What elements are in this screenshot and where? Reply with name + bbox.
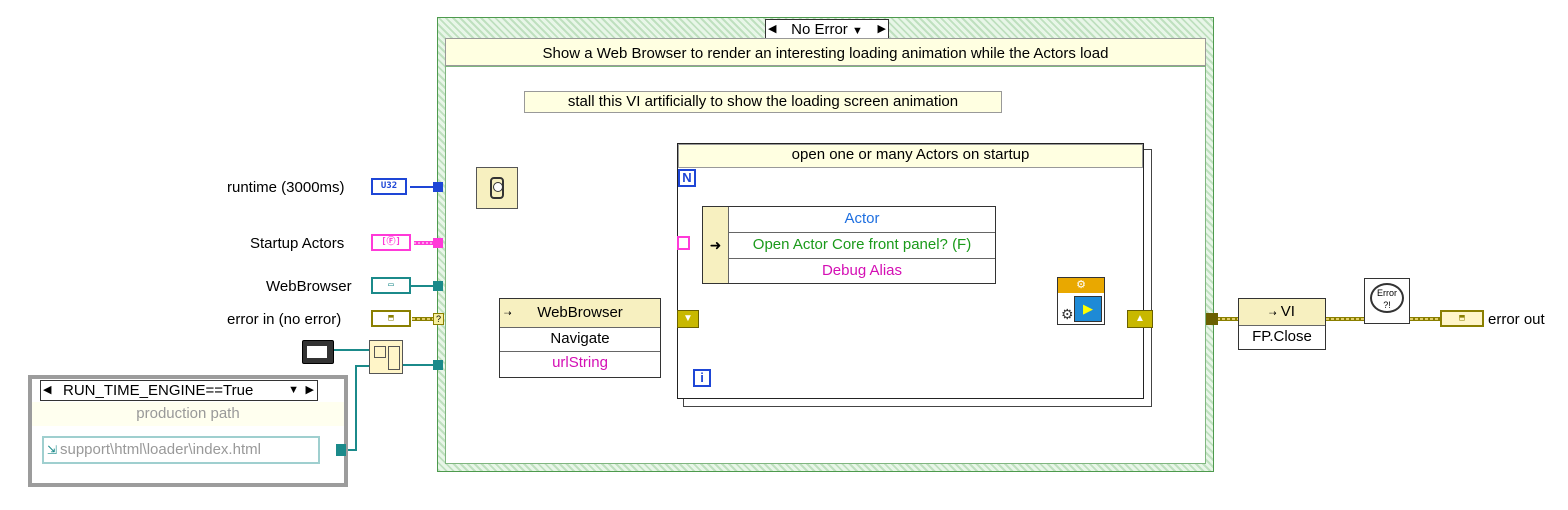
path-icon: ⇲: [47, 443, 58, 457]
loop-iteration-label: i: [700, 370, 704, 385]
webbrowser-terminal[interactable]: ▭: [371, 277, 411, 294]
close-node-title: VI: [1280, 303, 1295, 320]
unbundle-handle: ➜: [703, 207, 729, 283]
build-path-icon[interactable]: [369, 340, 403, 374]
ref-in-icon: ⇢: [504, 308, 512, 318]
startup-actors-type: [Ⓕ]: [381, 237, 401, 247]
for-loop-comment[interactable]: open one or many Actors on startup: [678, 144, 1143, 168]
conditional-comment[interactable]: production path: [32, 402, 344, 426]
path-constant[interactable]: ⇲ support\html\loader\index.html: [42, 436, 320, 464]
cond-selector-label: RUN_TIME_ENGINE==True: [63, 382, 254, 399]
unbundle-open-fp-row[interactable]: Open Actor Core front panel? (F): [729, 232, 995, 258]
path-constant-value: support\html\loader\index.html: [60, 441, 261, 458]
vi-ref-icon: ⇢: [1269, 308, 1277, 318]
case-prev-icon[interactable]: ◀: [768, 23, 777, 35]
runtime-type: U32: [380, 181, 398, 191]
cond-next-icon[interactable]: ▶: [305, 384, 314, 396]
case-selector-label: No Error: [791, 21, 848, 38]
path-tunnel: [433, 360, 443, 370]
startup-actors-terminal[interactable]: [Ⓕ]: [371, 234, 411, 251]
navigate-url-param[interactable]: urlString: [500, 351, 660, 375]
runtime-terminal[interactable]: U32: [371, 178, 407, 195]
close-node-method: FP.Close: [1239, 325, 1325, 349]
loop-shift-register-right: ▲: [1127, 310, 1153, 328]
cond-dropdown-icon[interactable]: ▼: [288, 384, 299, 396]
unbundle-debug-alias-row[interactable]: Debug Alias: [729, 258, 995, 284]
startup-actors-label: Startup Actors: [250, 235, 345, 252]
path-output-tunnel: [336, 444, 346, 456]
cond-prev-icon[interactable]: ◀: [43, 384, 52, 396]
navigate-node-title: WebBrowser: [537, 304, 623, 321]
navigate-method: Navigate: [500, 327, 660, 351]
navigate-invoke-node[interactable]: ⇢ WebBrowser Navigate urlString: [499, 298, 661, 378]
loop-count-label: N: [682, 170, 692, 185]
error-handler-icon[interactable]: Error?!: [1364, 278, 1410, 324]
launch-actor-icon[interactable]: ⚙ ▶ ⚙: [1057, 277, 1105, 325]
unbundle-actor-row[interactable]: Actor: [844, 210, 880, 227]
error-out-terminal[interactable]: ⬒: [1440, 310, 1484, 327]
unbundle-node[interactable]: ➜ Actor Open Actor Core front panel? (F)…: [702, 206, 996, 284]
selector-terminal: ?: [433, 313, 444, 325]
case-next-icon[interactable]: ▶: [877, 23, 886, 35]
conditional-selector[interactable]: ◀ RUN_TIME_ENGINE==True ▼ ▶: [40, 380, 318, 401]
webbrowser-tunnel: [433, 281, 443, 291]
actors-tunnel: [433, 238, 443, 248]
error-out-tunnel: [1206, 313, 1218, 325]
runtime-label: runtime (3000ms): [227, 179, 345, 196]
case-dropdown-icon[interactable]: ▼: [851, 25, 863, 37]
case-comment[interactable]: Show a Web Browser to render an interest…: [445, 38, 1206, 66]
webbrowser-label: WebBrowser: [266, 278, 352, 295]
error-in-label: error in (no error): [227, 311, 342, 328]
error-in-type: ⬒: [388, 313, 394, 323]
runtime-tunnel: [433, 182, 443, 192]
autoindex-tunnel: [677, 236, 690, 250]
loop-iteration-terminal[interactable]: i: [693, 369, 711, 387]
folder-icon[interactable]: [302, 340, 334, 364]
case-selector[interactable]: ◀ No Error ▼ ▶: [765, 19, 889, 40]
wait-ms-icon[interactable]: [476, 167, 518, 209]
webbrowser-type: ▭: [388, 280, 394, 290]
close-invoke-node[interactable]: ⇢ VI FP.Close: [1238, 298, 1326, 350]
error-in-terminal[interactable]: ⬒: [371, 310, 411, 327]
loop-count-terminal[interactable]: N: [678, 169, 696, 187]
loop-shift-register-left: ▼: [677, 310, 699, 328]
error-out-type: ⬒: [1459, 313, 1465, 323]
error-out-label: error out: [1488, 311, 1545, 328]
stall-note[interactable]: stall this VI artificially to show the l…: [524, 91, 1002, 113]
